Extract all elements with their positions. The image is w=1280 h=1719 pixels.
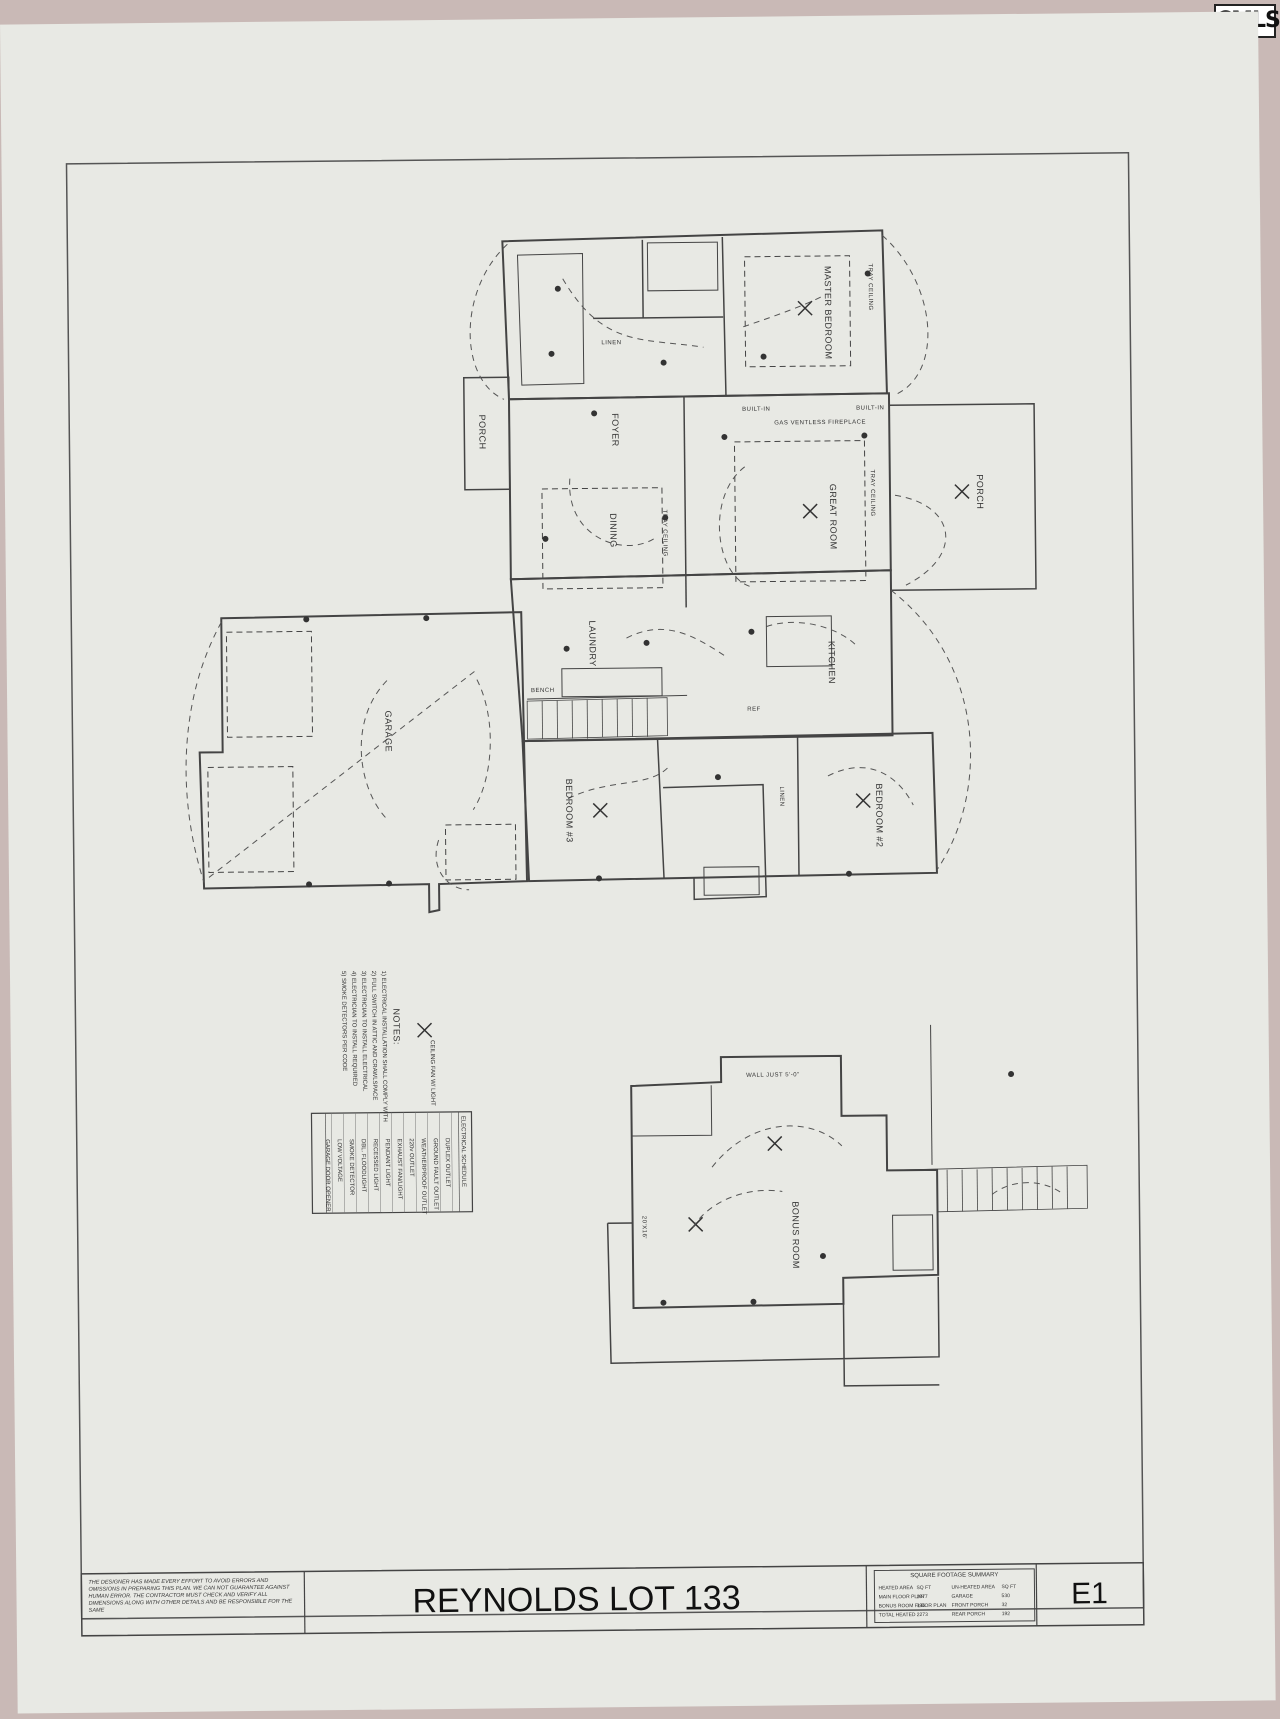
tray-ceiling-dining-label: TRAY CEILING [661, 510, 667, 557]
dining-label: DINING [608, 513, 618, 548]
sqft-cell: FRONT PORCH [952, 1602, 989, 1608]
floor-plan-drawing: MASTER BEDROOM TRAY CEILING PORCH FOYER … [0, 11, 1276, 1713]
kitchen-label: KITCHEN [827, 641, 837, 684]
note-1: 1) ELECTRICAL INSTALLATION SHALL COMPLY … [380, 971, 388, 1122]
sqft-cell: 1877 [917, 1594, 928, 1600]
foyer-label: FOYER [610, 413, 620, 447]
sqft-cell: BONUS ROOM FLOOR PLAN [879, 1603, 947, 1610]
main-floor-wiring [181, 234, 972, 892]
schedule-row: GARAGE DOOR OPENER [324, 1139, 331, 1212]
sqft-cell: REAR PORCH [952, 1611, 986, 1617]
schedule-row: 220v OUTLET [408, 1138, 414, 1177]
sqft-cell: TOTAL HEATED [879, 1612, 916, 1618]
schedule-row: EXHAUST FAN/LIGHT [396, 1138, 403, 1199]
disclaimer-text: THE DESIGNER HAS MADE EVERY EFFORT TO AV… [88, 1578, 298, 1615]
porch-right-label: PORCH [975, 474, 985, 509]
notes-block: NOTES: 1) ELECTRICAL INSTALLATION SHALL … [340, 970, 436, 1122]
sqft-cell: HEATED AREA [878, 1585, 913, 1591]
ceiling-fan-legend-label: CEILING FAN W/ LIGHT [429, 1040, 436, 1106]
sheet-border [66, 153, 1143, 1619]
schedule-row-divider [403, 1112, 404, 1212]
schedule-row: DUPLEX OUTLET [444, 1138, 451, 1188]
built-in-right-label: BUILT-IN [856, 405, 884, 411]
schedule-row: SMOKE DETECTOR [348, 1139, 355, 1196]
project-title: REYNOLDS LOT 133 [412, 1579, 741, 1620]
fireplace-label: GAS VENTLESS FIREPLACE [774, 420, 866, 427]
schedule-row-divider [331, 1113, 332, 1213]
bedroom3-label: BEDROOM #3 [564, 779, 575, 843]
garage-label: GARAGE [383, 711, 393, 753]
blueprint-sheet: MASTER BEDROOM TRAY CEILING PORCH FOYER … [0, 11, 1276, 1713]
linen-master-label: LINEN [601, 340, 621, 346]
schedule-row: DBL. FLOODLIGHT [360, 1139, 367, 1193]
sqft-cell: SQ FT [1001, 1584, 1016, 1590]
schedule-row: WEATHERPROOF OUTLET [420, 1138, 427, 1215]
notes-title: NOTES: [391, 1008, 401, 1045]
schedule-row-divider [415, 1112, 416, 1212]
schedule-title: ELECTRICAL SCHEDULE [459, 1116, 466, 1187]
sqft-cell: 2273 [917, 1612, 928, 1618]
bonus-floor-walls [606, 1023, 1090, 1388]
sqft-cell: SQ FT [916, 1585, 931, 1591]
built-in-left-label: BUILT-IN [742, 407, 770, 413]
outlet-symbols [300, 269, 1017, 1309]
schedule-row: PENDANT LIGHT [384, 1139, 391, 1187]
schedule-row: RECESSED LIGHT [372, 1139, 379, 1192]
schedule-row-divider [355, 1113, 356, 1213]
sqft-cell: 192 [1002, 1611, 1011, 1617]
laundry-label: LAUNDRY [587, 620, 597, 666]
schedule-rows: DUPLEX OUTLET GROUND FAULT OUTLET WEATHERP… [323, 1112, 452, 1216]
schedule-row-divider [367, 1113, 368, 1213]
schedule-row: GROUND FAULT OUTLET [432, 1138, 439, 1210]
note-3: 3) ELECTRICIAN TO INSTALL ELECTRICAL [360, 971, 367, 1092]
schedule-row-divider [451, 1112, 452, 1212]
linen-bed2-label: LINEN [778, 786, 784, 806]
tray-ceiling-great-label: TRAY CEILING [869, 469, 875, 516]
schedule-row: LOW VOLTAGE [336, 1139, 342, 1182]
schedule-row-divider [379, 1113, 380, 1213]
sqft-cell: 396 [917, 1603, 926, 1609]
schedule-row-divider [343, 1113, 344, 1213]
note-4: 4) ELECTRICIAN TO INSTALL REQUIRED [350, 971, 357, 1087]
note-5: 5) SMOKE DETECTORS PER CODE [340, 971, 347, 1071]
title-block: THE DESIGNER HAS MADE EVERY EFFORT TO AV… [81, 1563, 1144, 1636]
note-2: 2) FULL SWITCH IN ATTIC AND CRAWLSPACE [370, 971, 377, 1101]
sqft-cell: 32 [1002, 1602, 1008, 1608]
schedule-row-divider [427, 1112, 428, 1212]
electrical-schedule: ELECTRICAL SCHEDULE DUPLEX OUTLET GROUND … [311, 1112, 472, 1216]
sqft-summary-title: SQUARE FOOTAGE SUMMARY [910, 1572, 998, 1579]
great-room-label: GREAT ROOM [828, 484, 839, 550]
bedroom2-label: BEDROOM #2 [874, 783, 885, 847]
bench-label: BENCH [531, 688, 555, 694]
schedule-row-divider [391, 1113, 392, 1213]
sheet-number: E1 [1071, 1577, 1108, 1610]
attic-wall-label: WALL JUST 5'-0" [746, 1072, 800, 1079]
sqft-cell: GARAGE [952, 1593, 974, 1599]
porch-left-label: PORCH [477, 415, 487, 450]
sqft-cell: UN-HEATED AREA [951, 1584, 995, 1590]
ref-label: REF [747, 707, 761, 713]
tray-ceiling-master-label: TRAY CEILING [867, 263, 873, 310]
master-bedroom-label: MASTER BEDROOM [823, 266, 834, 360]
bonus-dimension-label: 20'X16' [641, 1216, 647, 1239]
ceiling-fan-symbols [410, 299, 977, 1234]
bonus-room-label: BONUS ROOM [790, 1201, 801, 1269]
sqft-cell: 530 [1002, 1593, 1011, 1599]
schedule-row-divider [439, 1112, 440, 1212]
